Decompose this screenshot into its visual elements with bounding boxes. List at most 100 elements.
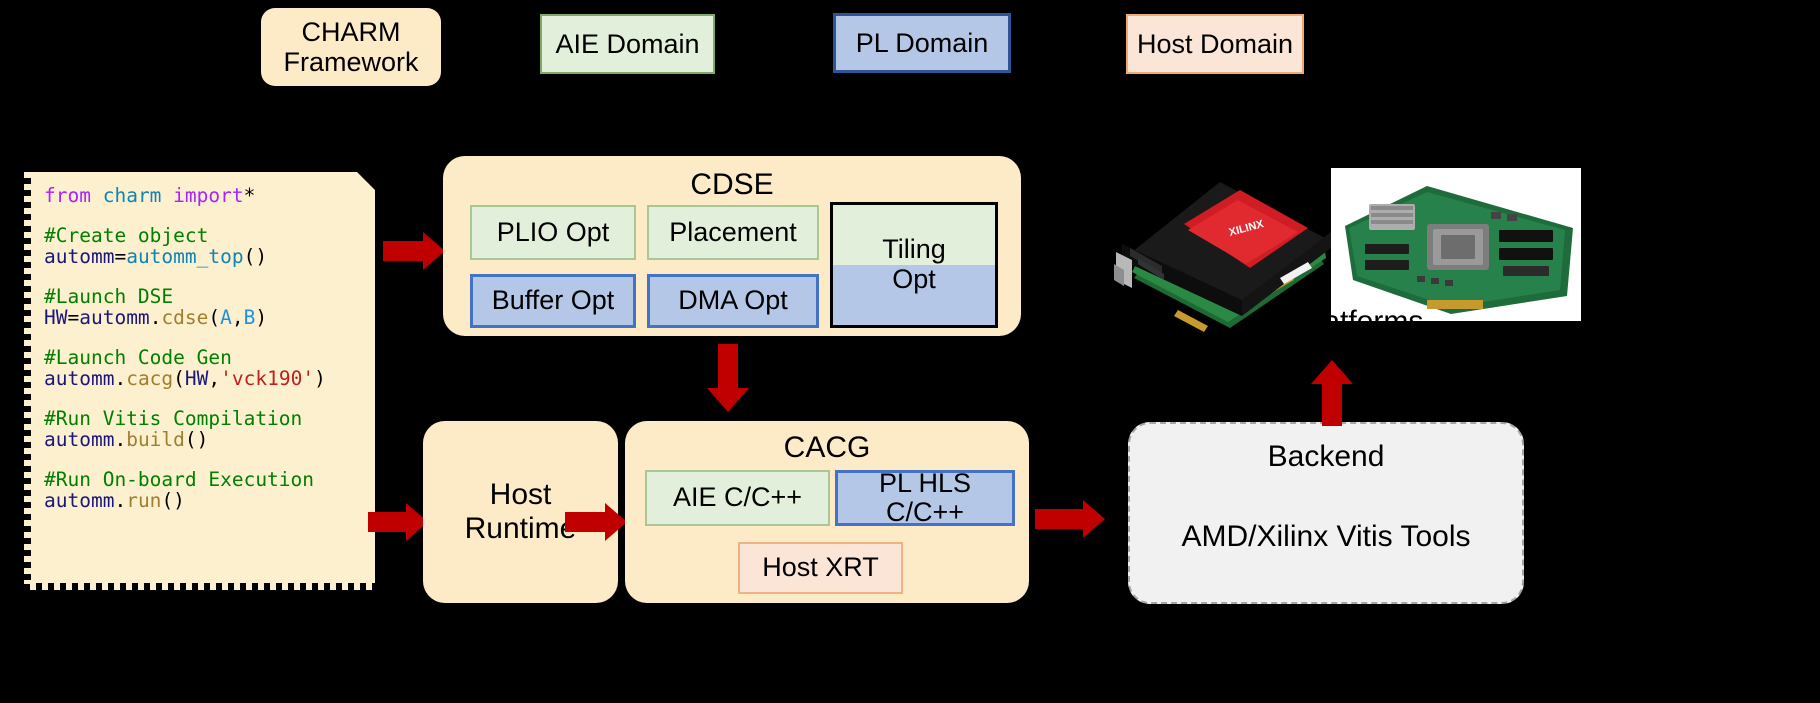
code-token: #Launch Code Gen xyxy=(44,346,232,369)
fpga-accelerator-card-image: XILINX xyxy=(1112,160,1342,335)
code-token xyxy=(161,184,173,207)
code-token: automm_top xyxy=(126,245,244,268)
cdse-chip-dma-opt: DMA Opt xyxy=(647,274,819,328)
cacg-chip-pl-hls-c-cpp-label: PL HLS C/C++ xyxy=(878,467,972,527)
legend-charm-framework: CHARM Framework xyxy=(261,8,441,86)
code-token: automm xyxy=(79,306,150,329)
code-token: #Launch DSE xyxy=(44,285,174,308)
cdse-chip-tiling-opt: Tiling Opt xyxy=(830,202,998,328)
fpga-card-svg: XILINX xyxy=(1114,182,1336,332)
code-token: 'vck190' xyxy=(220,367,315,390)
code-line: automm=automm_top() xyxy=(44,247,365,268)
arrow-code-to-cdse xyxy=(383,232,445,270)
arrow-backend-to-platforms xyxy=(1311,360,1353,426)
code-token: import xyxy=(173,184,244,207)
code-token: automm xyxy=(44,428,115,451)
cacg-chip-host-xrt: Host XRT xyxy=(738,542,903,594)
code-line: automm.build() xyxy=(44,430,365,451)
code-token: ) xyxy=(314,367,326,390)
code-line: #Launch DSE xyxy=(44,287,365,308)
cdse-chip-tiling-opt-line2: Opt xyxy=(892,264,936,294)
host-runtime-line2: Runtime xyxy=(464,512,577,545)
arrow-code-to-host-runtime xyxy=(368,503,428,541)
code-token: build xyxy=(126,428,185,451)
cacg-chip-aie-c-cpp-label: AIE C/C++ xyxy=(672,482,803,513)
code-token: , xyxy=(208,367,221,390)
legend-aie-domain: AIE Domain xyxy=(540,14,715,74)
code-line: #Run Vitis Compilation xyxy=(44,409,365,430)
code-token: = xyxy=(114,245,127,268)
torn-edge-bottom xyxy=(30,583,375,590)
code-token: () xyxy=(161,489,185,512)
code-token: . xyxy=(114,489,127,512)
evaluation-board-image xyxy=(1331,168,1581,321)
code-token: ( xyxy=(208,306,221,329)
legend-pl-domain: PL Domain xyxy=(833,13,1011,73)
legend-charm-line1: CHARM xyxy=(301,16,401,47)
arrow-cdse-to-cacg xyxy=(707,344,749,412)
code-line: #Launch Code Gen xyxy=(44,348,365,369)
cdse-chip-placement-label: Placement xyxy=(669,216,797,247)
code-token: #Create object xyxy=(44,224,209,247)
code-token: HW xyxy=(44,306,68,329)
code-token: B xyxy=(243,306,256,329)
code-token: charm xyxy=(102,184,162,207)
legend-host-label: Host Domain xyxy=(1136,28,1294,59)
legend-aie-label: AIE Domain xyxy=(555,28,700,59)
cdse-chip-buffer-opt-label: Buffer Opt xyxy=(491,285,615,316)
code-line: automm.run() xyxy=(44,491,365,512)
cdse-chip-dma-opt-label: DMA Opt xyxy=(678,285,788,316)
code-token: cacg xyxy=(126,367,174,390)
code-token: cdse xyxy=(161,306,209,329)
cdse-chip-plio-opt-label: PLIO Opt xyxy=(496,216,610,247)
code-token: automm xyxy=(44,367,115,390)
backend-title: Backend xyxy=(1267,440,1385,473)
backend-panel: Backend AMD/Xilinx Vitis Tools xyxy=(1128,422,1524,604)
platforms-label: Platforms xyxy=(1296,305,1424,338)
legend-host-domain: Host Domain xyxy=(1126,14,1304,74)
code-token: . xyxy=(114,428,127,451)
code-token: automm xyxy=(44,245,115,268)
legend-pl-label: PL Domain xyxy=(855,27,989,58)
code-token: from xyxy=(44,184,91,207)
code-token: run xyxy=(126,489,162,512)
cacg-chip-aie-c-cpp: AIE C/C++ xyxy=(645,470,830,526)
cdse-chip-buffer-opt: Buffer Opt xyxy=(470,274,636,328)
code-token: ( xyxy=(173,367,185,390)
cdse-title: CDSE xyxy=(690,168,774,201)
code-line: #Run On-board Execution xyxy=(44,470,365,491)
cacg-title: CACG xyxy=(783,431,871,464)
code-token: automm xyxy=(44,489,115,512)
torn-edge-left xyxy=(24,172,31,584)
arrow-host-runtime-to-cacg xyxy=(565,503,627,541)
code-token: = xyxy=(67,306,80,329)
cacg-chip-pl-hls-c-cpp: PL HLS C/C++ xyxy=(835,467,1015,527)
board-photo-svg xyxy=(1331,168,1581,321)
code-token: , xyxy=(231,306,244,329)
code-line: HW=automm.cdse(A,B) xyxy=(44,308,365,329)
code-token: A xyxy=(220,306,232,329)
code-token: . xyxy=(149,306,162,329)
cdse-chip-placement: Placement xyxy=(647,205,819,260)
backend-subtitle: AMD/Xilinx Vitis Tools xyxy=(1181,520,1471,553)
code-token: () xyxy=(184,428,209,451)
code-token: ) xyxy=(255,306,268,329)
code-token: () xyxy=(243,245,268,268)
legend-charm-line2: Framework xyxy=(283,47,419,77)
code-token xyxy=(91,184,103,207)
cdse-chip-tiling-opt-line1: Tiling xyxy=(882,234,946,265)
cacg-chip-host-xrt-label: Host XRT xyxy=(762,552,879,583)
code-token: . xyxy=(114,367,127,390)
code-token: * xyxy=(243,184,256,207)
arrow-cacg-to-backend xyxy=(1035,500,1107,538)
code-token: #Run Vitis Compilation xyxy=(44,407,303,430)
cdse-chip-plio-opt: PLIO Opt xyxy=(470,205,636,260)
code-token: HW xyxy=(184,367,209,390)
code-token: #Run On-board Execution xyxy=(44,468,315,491)
code-line: from charm import* xyxy=(44,186,365,207)
code-line: #Create object xyxy=(44,226,365,247)
code-line: automm.cacg(HW,'vck190') xyxy=(44,369,365,390)
